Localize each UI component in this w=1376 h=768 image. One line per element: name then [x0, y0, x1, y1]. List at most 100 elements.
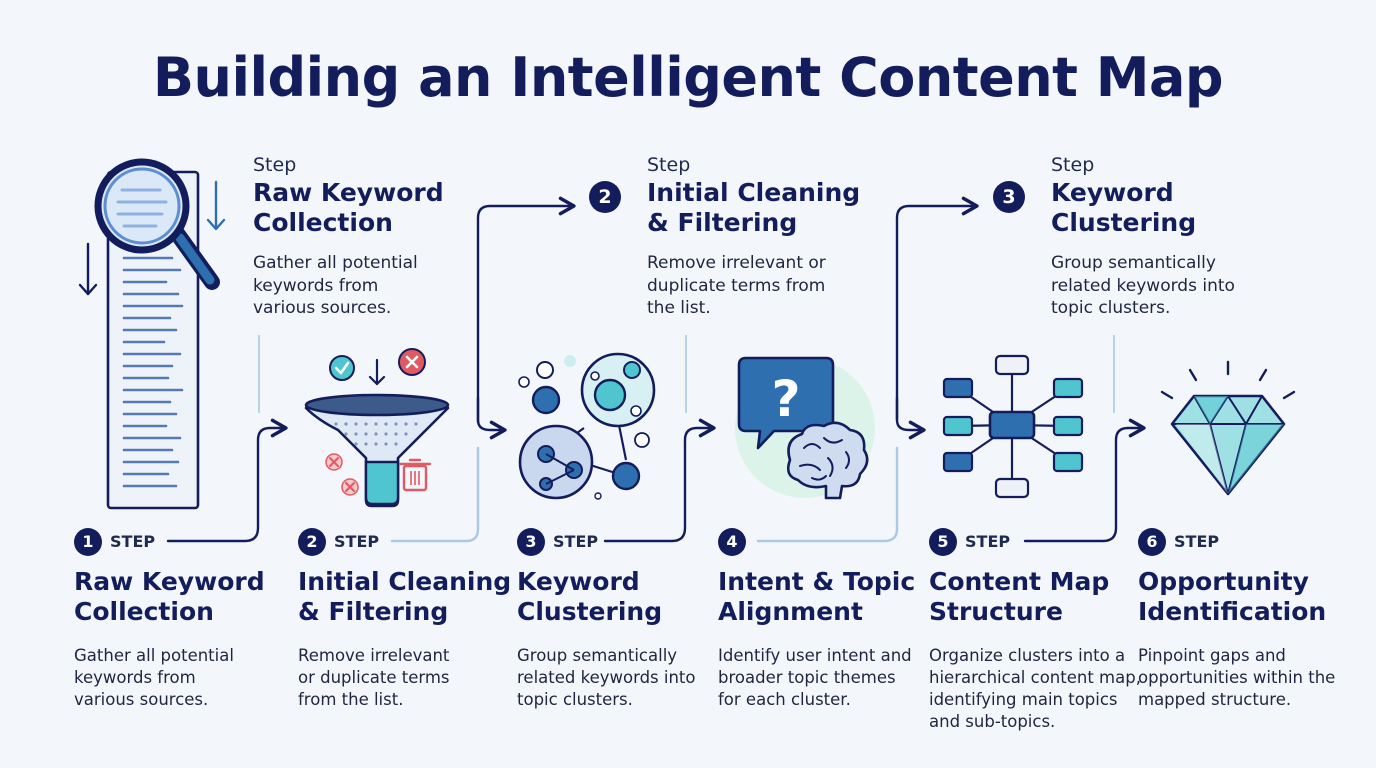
step-title-line: Intent & Topic: [718, 567, 916, 596]
step-5: Content Map Structure Organize clusters …: [929, 567, 1154, 733]
step-label: STEP: [965, 532, 1011, 551]
step-title-line: Initial Cleaning: [298, 567, 512, 596]
cluster-bubbles-icon: [518, 352, 656, 500]
top-step-desc-line: Gather all potential: [253, 253, 418, 273]
step-description: Gather all potential keywords from vario…: [74, 645, 299, 711]
step-4: Intent & Topic Alignment Identify user i…: [718, 567, 943, 711]
step-label: STEP: [1174, 532, 1220, 551]
step-description: Identify user intent and broader topic t…: [718, 645, 943, 711]
step-desc-line: Organize clusters into a: [929, 646, 1126, 665]
step-title-line: Content Map: [929, 567, 1110, 596]
step-1: Raw Keyword Collection Gather all potent…: [74, 567, 299, 711]
step-label: STEP: [553, 532, 599, 551]
step-6: Opportunity Identification Pinpoint gaps…: [1138, 567, 1368, 711]
connector-5-6: [1023, 418, 1146, 543]
step-description: Group semantically related keywords into…: [517, 645, 742, 711]
step-title-line: Structure: [929, 597, 1063, 626]
connector-2-3: [476, 196, 576, 424]
step-number-badge: 1: [74, 528, 102, 556]
top-step-title-line: & Filtering: [647, 208, 798, 237]
step-title-line: Keyword: [517, 567, 640, 596]
top-step-3: Step Keyword Clustering Group semantical…: [1051, 152, 1301, 320]
step-title-line: Opportunity: [1138, 567, 1309, 596]
top-step-desc-line: duplicate terms from: [647, 275, 826, 296]
step-title-line: Collection: [74, 597, 214, 626]
top-step-2: Step Initial Cleaning & Filtering Remove…: [647, 152, 897, 320]
top-step-title-line: Initial Cleaning: [647, 178, 861, 207]
connector-2-3b: [476, 396, 507, 440]
step-desc-line: Identify user intent and: [718, 646, 912, 665]
top-step-desc-line: keywords from: [253, 275, 379, 296]
step-2: Initial Cleaning & Filtering Remove irre…: [298, 567, 523, 711]
step-desc-line: broader topic themes: [718, 668, 896, 687]
step-desc-line: Pinpoint gaps and: [1138, 646, 1286, 665]
step-number-badge: 2: [298, 528, 326, 556]
top-step-label: Step: [253, 154, 297, 176]
connector-3-4: [603, 418, 716, 543]
top-step-title: Raw Keyword Collection: [253, 178, 503, 238]
question-brain-icon: ?: [735, 356, 875, 500]
step-desc-line: identifying main topics: [929, 690, 1118, 709]
top-step-desc-line: the list.: [647, 298, 711, 318]
step-label: STEP: [334, 532, 380, 551]
top-step-description: Gather all potential keywords from vario…: [253, 252, 503, 320]
step-desc-line: mapped structure.: [1138, 690, 1292, 709]
top-step-3-badge: 3: [993, 181, 1025, 213]
connector-4-5b: [895, 396, 926, 440]
step-title-line: Clustering: [517, 597, 663, 626]
step-number-badge: 4: [718, 528, 746, 556]
top-step-title-line: Collection: [253, 208, 393, 237]
svg-text:?: ?: [771, 370, 800, 428]
step-title: Intent & Topic Alignment: [718, 567, 943, 627]
flow-connectors: [166, 196, 1146, 543]
connector-4-5: [895, 196, 979, 422]
step-title: Opportunity Identification: [1138, 567, 1368, 627]
magnifier-list-icon: [78, 158, 226, 510]
step-title: Keyword Clustering: [517, 567, 742, 627]
step-title: Raw Keyword Collection: [74, 567, 299, 627]
step-title-line: Raw Keyword: [74, 567, 265, 596]
step-desc-line: hierarchical content map,: [929, 668, 1141, 687]
top-step-2-badge: 2: [589, 181, 621, 213]
top-step-desc-line: Remove irrelevant or: [647, 253, 826, 273]
step-desc-line: keywords from: [74, 668, 196, 687]
step-desc-line: Group semantically: [517, 646, 678, 665]
step-desc-line: various sources.: [74, 690, 209, 709]
step-title: Content Map Structure: [929, 567, 1154, 627]
step-number-badge: 5: [929, 528, 957, 556]
top-step-title: Keyword Clustering: [1051, 178, 1301, 238]
step-title-line: Identification: [1138, 597, 1327, 626]
diamond-icon: [1160, 360, 1296, 496]
step-number-badge: 6: [1138, 528, 1166, 556]
step-desc-line: for each cluster.: [718, 690, 851, 709]
step-desc-line: related keywords into: [517, 668, 696, 687]
step-description: Organize clusters into a hierarchical co…: [929, 645, 1154, 733]
separator-lines: [258, 335, 1115, 413]
step-desc-line: Gather all potential: [74, 646, 234, 665]
top-step-1: Step Raw Keyword Collection Gather all p…: [253, 152, 503, 320]
top-step-desc-line: various sources.: [253, 298, 392, 318]
top-step-title-line: Raw Keyword: [253, 178, 444, 207]
step-title-line: Alignment: [718, 597, 863, 626]
step-desc-line: or duplicate terms: [298, 668, 450, 687]
step-description: Pinpoint gaps and opportunities within t…: [1138, 645, 1368, 711]
connector-1-2: [166, 418, 288, 543]
step-3: Keyword Clustering Group semantically re…: [517, 567, 742, 711]
step-title-line: & Filtering: [298, 597, 449, 626]
step-number-badge: 3: [517, 528, 545, 556]
page-title: Building an Intelligent Content Map: [152, 46, 1224, 109]
top-step-description: Group semantically related keywords into…: [1051, 252, 1301, 320]
step-desc-line: opportunities within the: [1138, 668, 1336, 687]
top-step-label: Step: [1051, 154, 1095, 176]
hierarchy-map-icon: [942, 354, 1084, 499]
top-step-desc-line: related keywords into: [1051, 275, 1235, 296]
top-step-desc-line: Group semantically: [1051, 253, 1216, 273]
step-desc-line: topic clusters.: [517, 690, 633, 709]
top-step-label: Step: [647, 154, 691, 176]
top-step-title-line: Keyword: [1051, 178, 1174, 207]
top-step-title: Initial Cleaning & Filtering: [647, 178, 897, 238]
filter-funnel-icon: [304, 348, 450, 508]
top-step-desc-line: topic clusters.: [1051, 298, 1171, 318]
step-desc-line: Remove irrelevant: [298, 646, 450, 665]
